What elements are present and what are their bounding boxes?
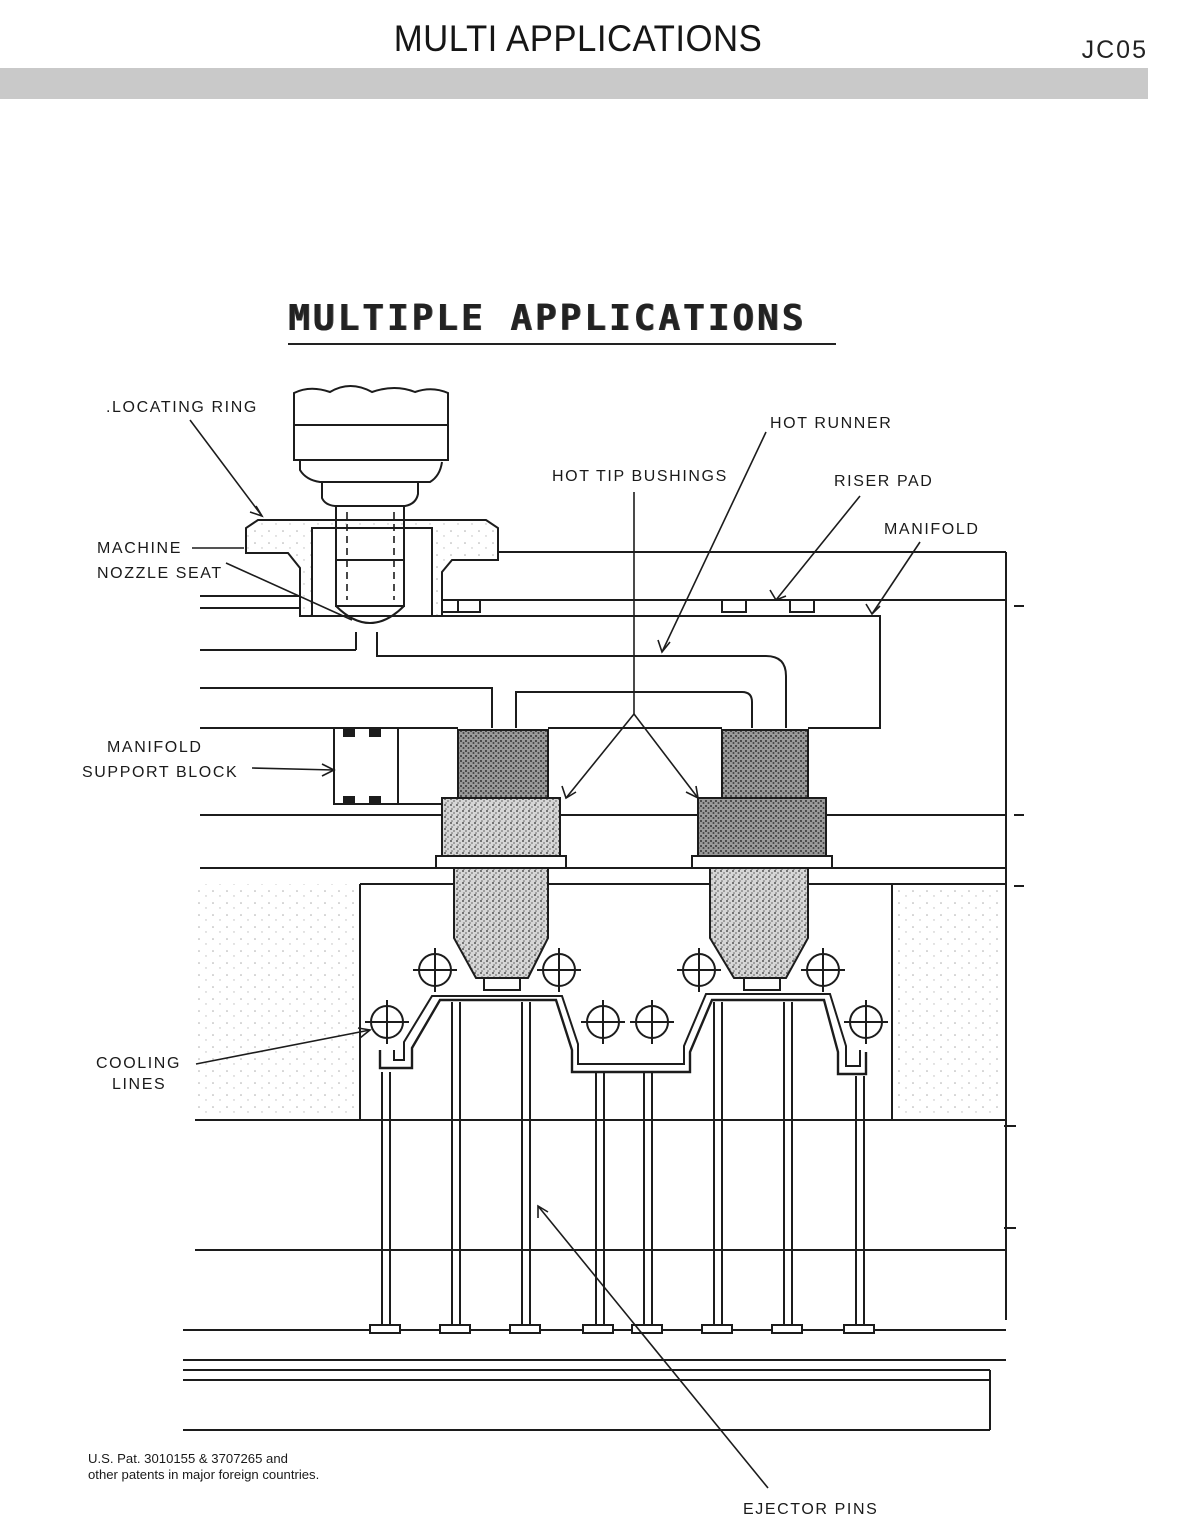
label-lines: LINES [112,1076,167,1093]
mold-plates [183,551,1007,1431]
page-title: MULTI APPLICATIONS [393,18,763,59]
label-support-block: SUPPORT BLOCK [82,764,239,781]
edge-tick-marks [1004,605,1024,1229]
machine-nozzle [293,385,449,624]
label-riser-pad: RISER PAD [834,473,934,490]
header-bar [0,68,1148,99]
page-code: JC05 [1081,36,1148,64]
label-machine: MACHINE [97,540,182,557]
hot-tip-bushing-left [435,729,567,991]
label-ejector-pins: EJECTOR PINS [743,1501,879,1518]
label-nozzle-seat: NOZZLE SEAT [97,565,223,582]
ejector-plate-profile [378,998,868,1076]
label-cooling: COOLING [96,1055,181,1072]
label-locating-ring: .LOCATING RING [106,399,258,416]
ejector-pins [369,1002,875,1334]
label-manifold-support: MANIFOLD [107,739,203,756]
label-hot-tip-bushings: HOT TIP BUSHINGS [552,468,728,485]
patent-line-2: other patents in major foreign countries… [88,1468,320,1482]
leader-lines [189,419,921,1489]
patent-notice: U.S. Pat. 3010155 & 3707265 and other pa… [88,1451,319,1483]
label-hot-runner: HOT RUNNER [770,415,893,432]
hot-tip-bushing-right [691,729,833,991]
label-manifold: MANIFOLD [884,521,980,538]
diagram-title: MULTIPLE APPLICATIONS [288,298,836,345]
cooling-lines [365,948,888,1044]
patent-line-1: U.S. Pat. 3010155 & 3707265 and [88,1452,288,1466]
manifold-support-block [333,727,399,805]
locating-ring [245,519,499,617]
